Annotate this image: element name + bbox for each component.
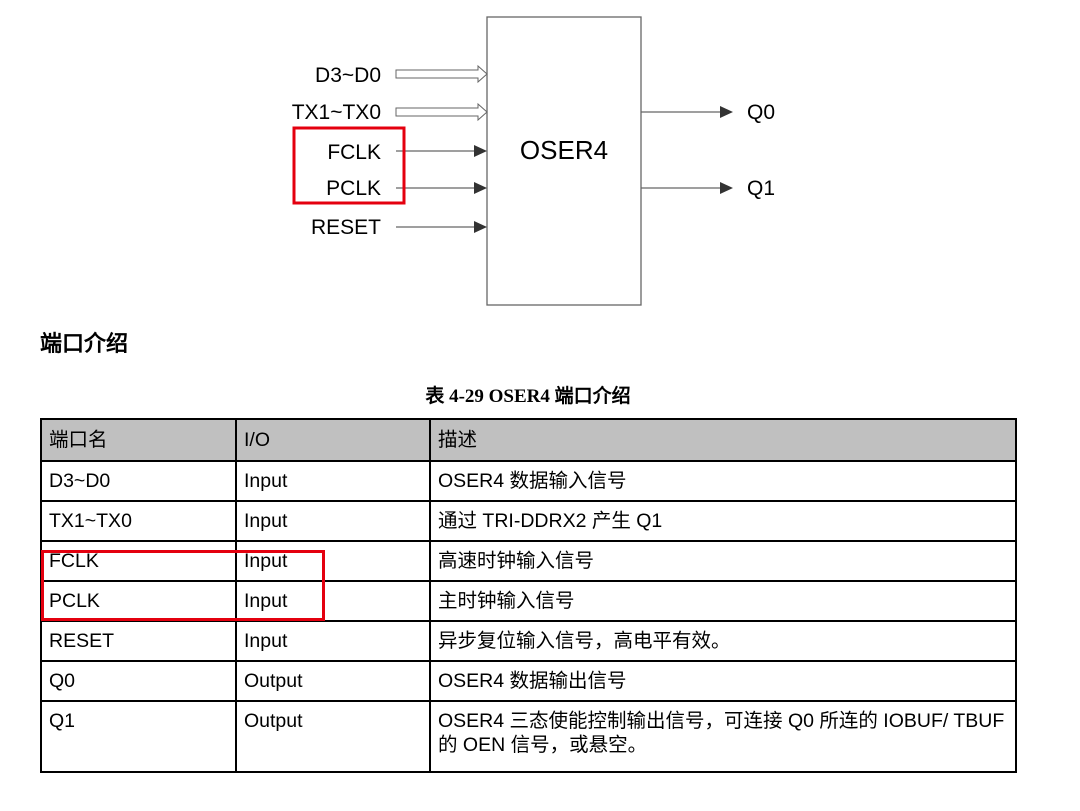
cell-description: OSER4 三态使能控制输出信号，可连接 Q0 所连的 IOBUF/ TBUF … [429,700,1017,773]
table-row: PCLK Input 主时钟输入信号 [40,580,1017,622]
table-row: FCLK Input 高速时钟输入信号 [40,540,1017,582]
input-label-d3-d0: D3~D0 [315,64,381,87]
input-label-reset: RESET [311,216,381,239]
cell-description: 主时钟输入信号 [429,580,1017,622]
cell-description: OSER4 数据输出信号 [429,660,1017,702]
header-description: 描述 [429,418,1017,462]
cell-io: Input [235,460,431,502]
cell-io: Output [235,660,431,702]
cell-port: FCLK [40,540,237,582]
header-io: I/O [235,418,431,462]
cell-description: 通过 TRI-DDRX2 产生 Q1 [429,500,1017,542]
oser4-block [486,16,642,306]
bus-arrow-tx1-tx0 [395,102,488,122]
cell-io: Input [235,620,431,662]
cell-port: PCLK [40,580,237,622]
table-row: Q0 Output OSER4 数据输出信号 [40,660,1017,702]
output-arrow-q0 [641,106,733,118]
table-row: Q1 Output OSER4 三态使能控制输出信号，可连接 Q0 所连的 IO… [40,700,1017,773]
output-label-q0: Q0 [747,101,775,124]
cell-port: Q0 [40,660,237,702]
table-row: RESET Input 异步复位输入信号，高电平有效。 [40,620,1017,662]
highlight-box-clocks [292,126,406,205]
cell-port: Q1 [40,700,237,773]
input-label-fclk: FCLK [327,141,381,164]
table-row: TX1~TX0 Input 通过 TRI-DDRX2 产生 Q1 [40,500,1017,542]
signal-arrow-pclk [396,182,487,194]
table-caption: 表 4-29 OSER4 端口介绍 [425,386,631,407]
bus-arrow-d3-d0 [395,64,488,84]
signal-arrow-fclk [396,145,487,157]
block-name: OSER4 [520,135,608,165]
input-label-tx1-tx0: TX1~TX0 [292,101,381,124]
cell-port: D3~D0 [40,460,237,502]
input-label-pclk: PCLK [326,177,381,200]
section-heading: 端口介绍 [40,332,129,357]
cell-io: Output [235,700,431,773]
signal-arrow-reset [396,221,487,233]
oser4-block-diagram: OSER4 D3~D0 TX1~TX0 FCLK PCLK RESET [292,16,775,306]
cell-io: Input [235,540,431,582]
output-arrow-q1 [641,182,733,194]
cell-description: 高速时钟输入信号 [429,540,1017,582]
header-port-name: 端口名 [40,418,237,462]
cell-port: TX1~TX0 [40,500,237,542]
port-table: 端口名 I/O 描述 D3~D0 Input OSER4 数据输入信号 TX1~… [40,418,1017,773]
table-header-row: 端口名 I/O 描述 [40,418,1017,462]
output-label-q1: Q1 [747,177,775,200]
cell-description: 异步复位输入信号，高电平有效。 [429,620,1017,662]
table-row: D3~D0 Input OSER4 数据输入信号 [40,460,1017,502]
cell-port: RESET [40,620,237,662]
cell-description: OSER4 数据输入信号 [429,460,1017,502]
cell-io: Input [235,500,431,542]
cell-io: Input [235,580,431,622]
